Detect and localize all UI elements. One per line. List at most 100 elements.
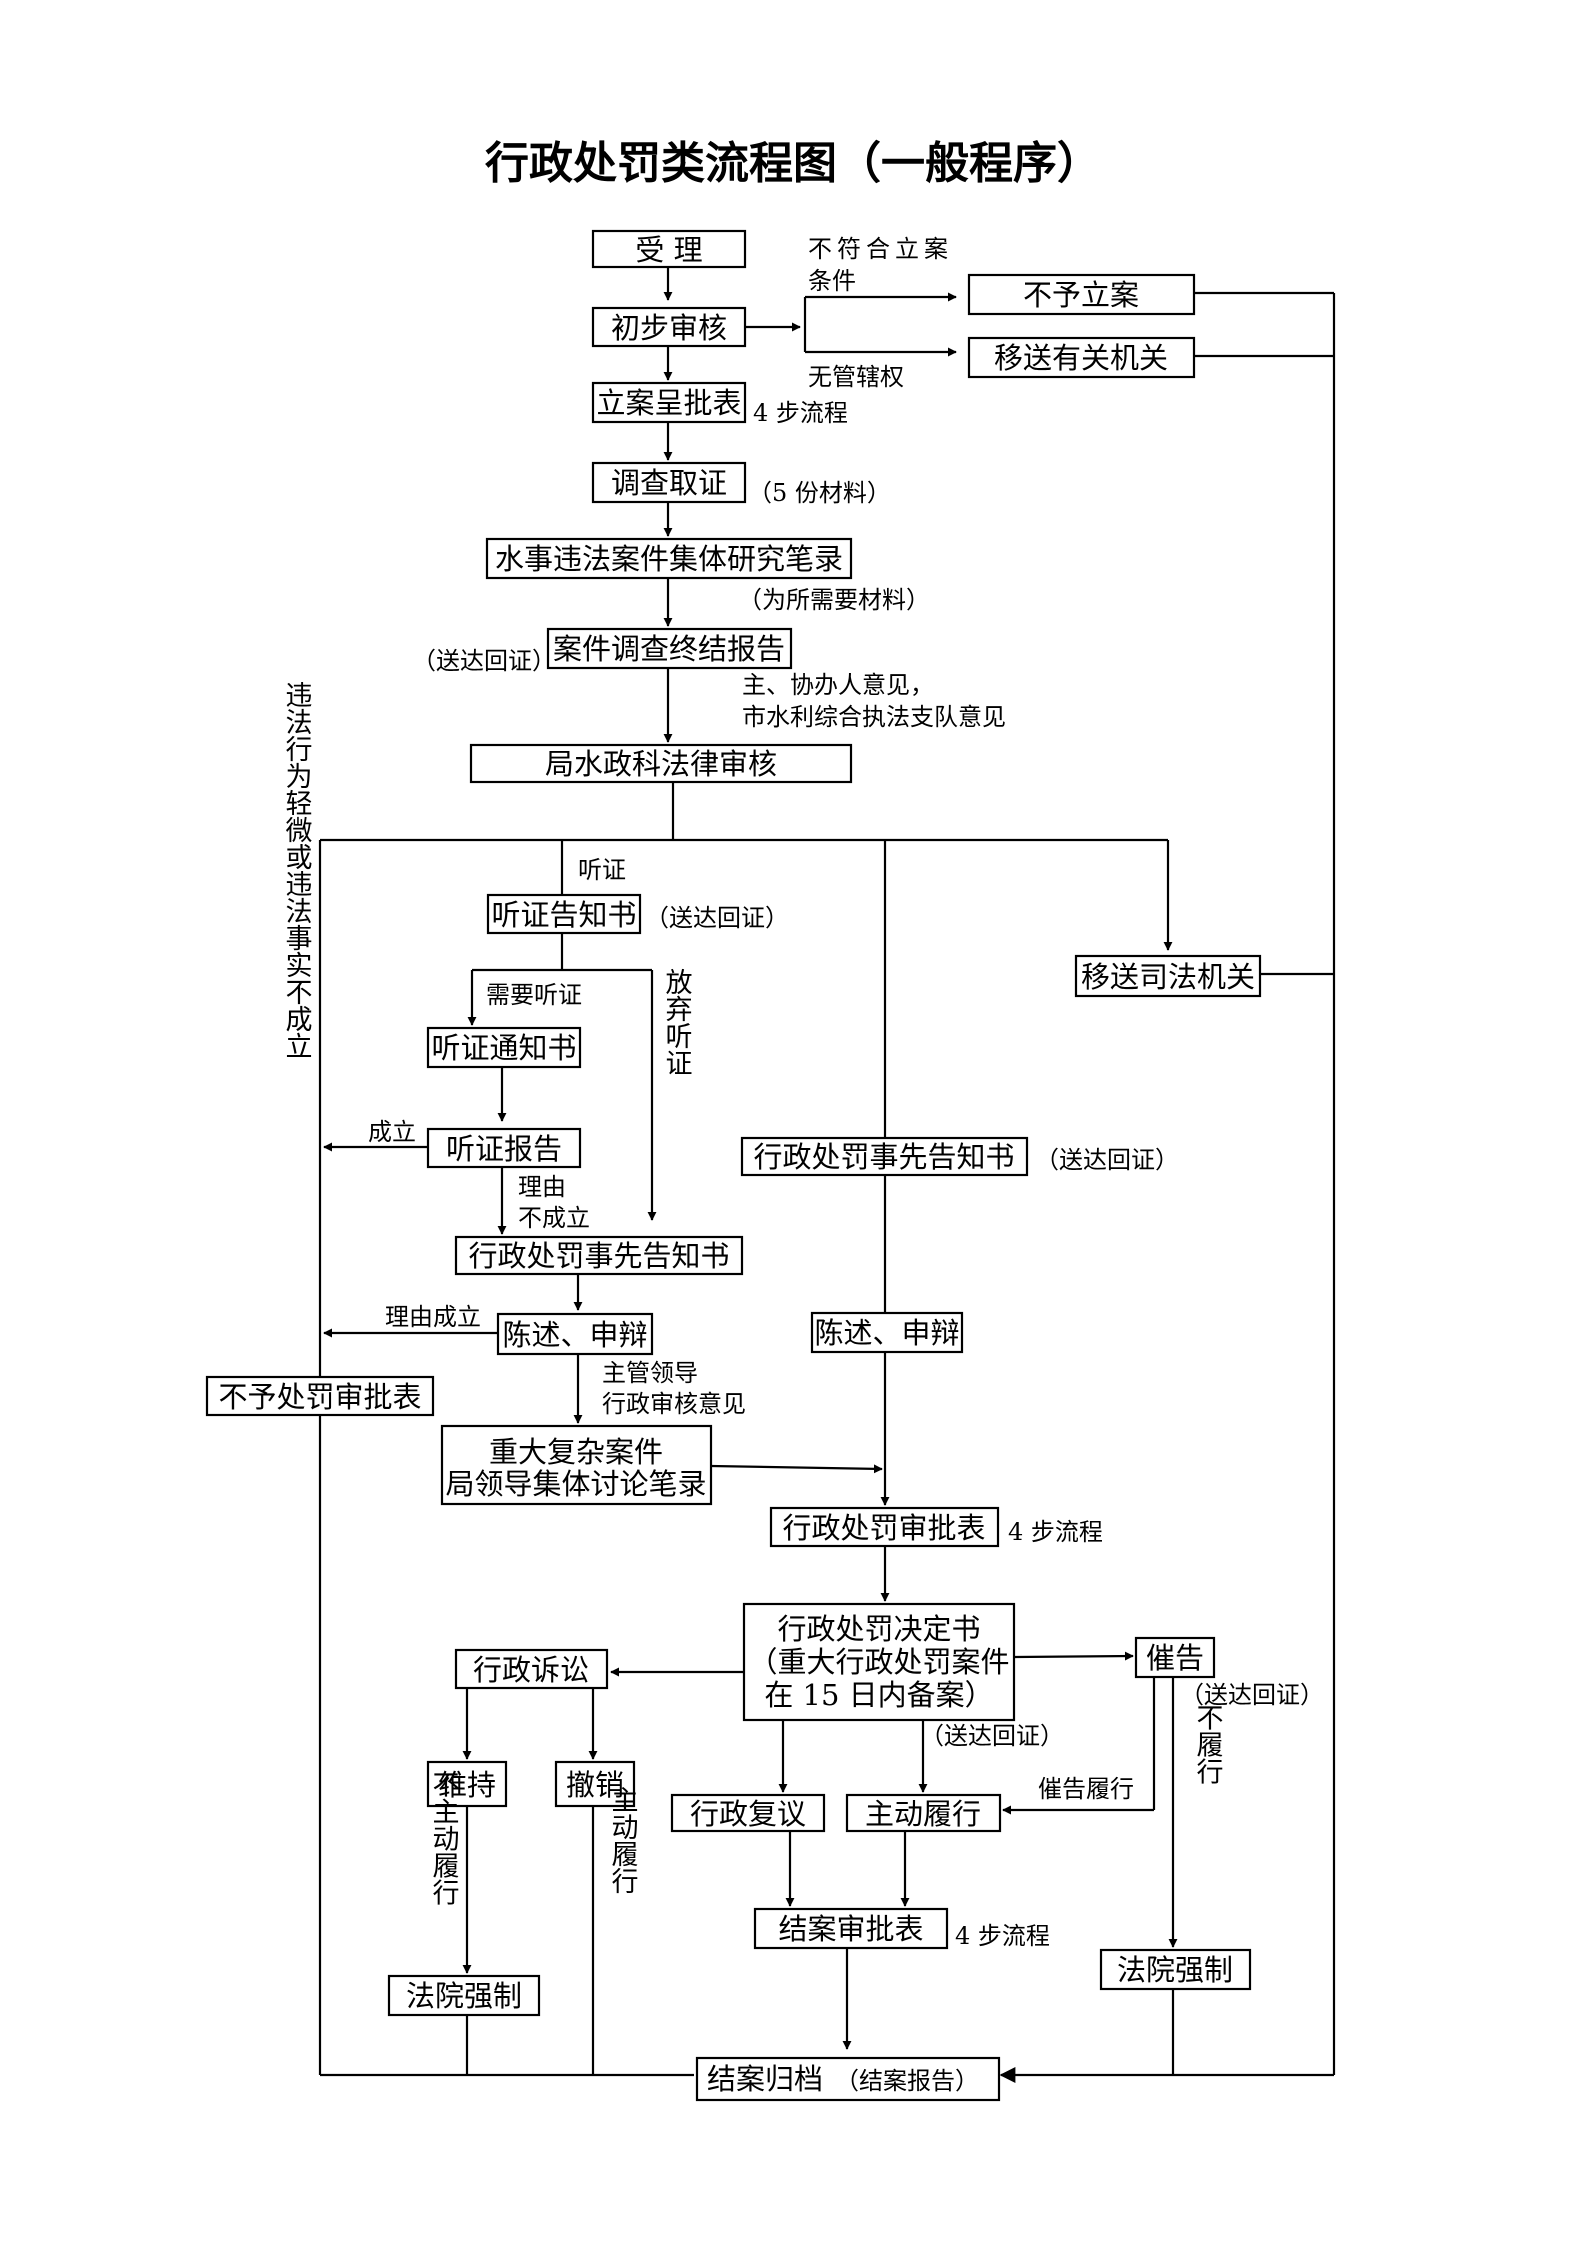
vertical-labels: 放弃听证 不履行 不主动履行 主动履行 违法行为轻微或违法事实不成立	[281, 681, 1224, 1906]
box-penalty-decision: 行政处罚决定书 （重大行政处罚案件 在 15 日内备案）	[742, 1602, 1016, 1722]
label-served-final: （送达回证）	[412, 647, 556, 675]
box-legal-review: 局水政科法律审核	[469, 743, 853, 784]
svg-text:调查取证: 调查取证	[611, 466, 727, 500]
svg-text:行政诉讼: 行政诉讼	[473, 1653, 589, 1687]
box-hearing-notification-letter: 听证告知书	[486, 893, 642, 935]
svg-text:主动履行: 主动履行	[865, 1797, 981, 1831]
label-waive-hearing: 放弃听证	[661, 968, 693, 1076]
svg-text:撤销: 撤销	[566, 1768, 624, 1802]
label-served-hearing: （送达回证）	[645, 904, 789, 932]
svg-text:催告: 催告	[1146, 1641, 1204, 1675]
box-penalty-approval-form: 行政处罚审批表	[769, 1506, 1000, 1548]
svg-text:维持: 维持	[438, 1768, 496, 1802]
label-not-perform: 不履行	[1192, 1704, 1224, 1785]
label-no-jurisdiction: 无管辖权	[808, 363, 904, 391]
svg-text:不予处罚审批表: 不予处罚审批表	[218, 1380, 421, 1414]
svg-text:不予立案: 不予立案	[1023, 278, 1139, 312]
svg-text:听证告知书: 听证告知书	[491, 898, 636, 932]
label-reason-not-2: 不成立	[518, 1204, 590, 1232]
label-served-urge: （送达回证）	[1180, 1681, 1324, 1709]
box-transfer-relevant-authority: 移送有关机关	[967, 336, 1196, 379]
label-needed-materials: （为所需要材料）	[738, 586, 930, 614]
box-investigation: 调查取证	[591, 461, 747, 504]
box-filing-approval-form: 立案呈批表	[591, 381, 747, 424]
label-reason-not-1: 理由	[518, 1173, 566, 1201]
label-served-prior: （送达回证）	[1035, 1146, 1179, 1174]
label-minor-violation: 违法行为轻微或违法事实不成立	[281, 681, 313, 1059]
label-opinion-1: 主、协办人意见，	[742, 671, 934, 699]
box-court-enforcement-right: 法院强制	[1099, 1948, 1252, 1991]
svg-text:移送有关机关: 移送有关机关	[994, 341, 1168, 375]
label-leader-2: 行政审核意见	[602, 1390, 746, 1418]
svg-text:移送司法机关: 移送司法机关	[1081, 960, 1255, 994]
box-hearing-notice: 听证通知书	[426, 1026, 582, 1069]
svg-text:受 理: 受 理	[635, 233, 702, 267]
svg-text:初步审核: 初步审核	[611, 311, 727, 345]
label-steps-closing: 4 步流程	[955, 1922, 1050, 1950]
label-served-decision: （送达回证）	[920, 1722, 1064, 1750]
svg-text:行政处罚事先告知书: 行政处罚事先告知书	[753, 1140, 1014, 1174]
svg-text:陈述、申辩: 陈述、申辩	[814, 1316, 959, 1350]
svg-text:行政复议: 行政复议	[690, 1797, 806, 1831]
box-major-case-discussion: 重大复杂案件 局领导集体讨论笔录	[440, 1424, 713, 1506]
box-prior-notice-left: 行政处罚事先告知书	[454, 1235, 744, 1276]
box-revoke: 撤销	[554, 1760, 636, 1808]
box-transfer-judicial-authority: 移送司法机关	[1074, 954, 1262, 998]
label-five-materials: （5 份材料）	[748, 479, 891, 507]
svg-text:在 15 日内备案）: 在 15 日内备案）	[764, 1678, 993, 1712]
box-administrative-litigation: 行政诉讼	[454, 1648, 609, 1690]
svg-text:水事违法案件集体研究笔录: 水事违法案件集体研究笔录	[495, 542, 843, 576]
svg-text:结案审批表: 结案审批表	[778, 1912, 923, 1946]
label-leader-1: 主管领导	[602, 1359, 698, 1387]
box-statement-defense-right: 陈述、申辩	[810, 1311, 964, 1354]
svg-text:法院强制: 法院强制	[406, 1979, 522, 2013]
svg-text:局领导集体讨论笔录: 局领导集体讨论笔录	[445, 1467, 706, 1501]
svg-text:案件调查终结报告: 案件调查终结报告	[553, 632, 785, 666]
svg-text:行政处罚事先告知书: 行政处罚事先告知书	[468, 1239, 729, 1273]
svg-text:（结案报告）: （结案报告）	[835, 2067, 979, 2095]
box-accept: 受 理	[591, 229, 747, 269]
box-case-archive: 结案归档 （结案报告）	[695, 2056, 1001, 2102]
svg-text:结案归档: 结案归档	[707, 2062, 823, 2096]
svg-text:行政处罚决定书: 行政处罚决定书	[777, 1612, 980, 1646]
box-prior-notice-right: 行政处罚事先告知书	[740, 1136, 1029, 1177]
label-established: 成立	[368, 1118, 416, 1146]
box-collective-study-record: 水事违法案件集体研究笔录	[485, 537, 853, 580]
label-reason-established: 理由成立	[385, 1303, 481, 1331]
svg-text:重大复杂案件: 重大复杂案件	[489, 1435, 663, 1469]
label-not-meet-2: 条件	[808, 267, 856, 295]
labels: 不符合立案 条件 无管辖权 4 步流程 （5 份材料） （为所需要材料） （送达…	[368, 235, 1324, 1950]
label-hearing: 听证	[578, 856, 626, 884]
label-opinion-2: 市水利综合执法支队意见	[742, 703, 1006, 731]
label-steps-penalty: 4 步流程	[1008, 1518, 1103, 1546]
svg-text:陈述、申辩: 陈述、申辩	[502, 1318, 647, 1352]
box-hearing-report: 听证报告	[426, 1127, 582, 1169]
box-administrative-reconsideration: 行政复议	[670, 1793, 826, 1833]
label-not-voluntary: 不主动履行	[428, 1771, 460, 1906]
box-no-penalty-approval: 不予处罚审批表	[205, 1375, 435, 1417]
svg-text:听证报告: 听证报告	[446, 1132, 562, 1166]
svg-text:法院强制: 法院强制	[1117, 1953, 1233, 1987]
box-final-investigation-report: 案件调查终结报告	[546, 627, 793, 670]
label-not-meet-1: 不符合立案	[808, 235, 948, 263]
box-maintain: 维持	[426, 1760, 508, 1808]
svg-text:局水政科法律审核: 局水政科法律审核	[545, 747, 777, 781]
svg-text:听证通知书: 听证通知书	[431, 1031, 576, 1065]
svg-text:（重大行政处罚案件: （重大行政处罚案件	[748, 1645, 1009, 1679]
box-voluntary-performance: 主动履行	[845, 1793, 1002, 1833]
box-urge: 催告	[1134, 1636, 1216, 1679]
box-statement-defense-left: 陈述、申辩	[496, 1312, 654, 1356]
box-no-case: 不予立案	[967, 273, 1196, 316]
svg-text:行政处罚审批表: 行政处罚审批表	[782, 1511, 985, 1545]
label-steps-filing: 4 步流程	[753, 399, 848, 427]
connectors	[318, 267, 1336, 2083]
box-preliminary-review: 初步审核	[591, 306, 747, 348]
svg-text:立案呈批表: 立案呈批表	[596, 386, 741, 420]
box-court-enforcement-left: 法院强制	[387, 1974, 541, 2017]
label-need-hearing: 需要听证	[486, 981, 582, 1009]
label-voluntary-vertical: 主动履行	[607, 1786, 639, 1894]
box-case-closing-approval: 结案审批表	[753, 1907, 949, 1950]
page-title: 行政处罚类流程图（一般程序）	[485, 138, 1101, 189]
label-urge-perform: 催告履行	[1038, 1775, 1134, 1803]
